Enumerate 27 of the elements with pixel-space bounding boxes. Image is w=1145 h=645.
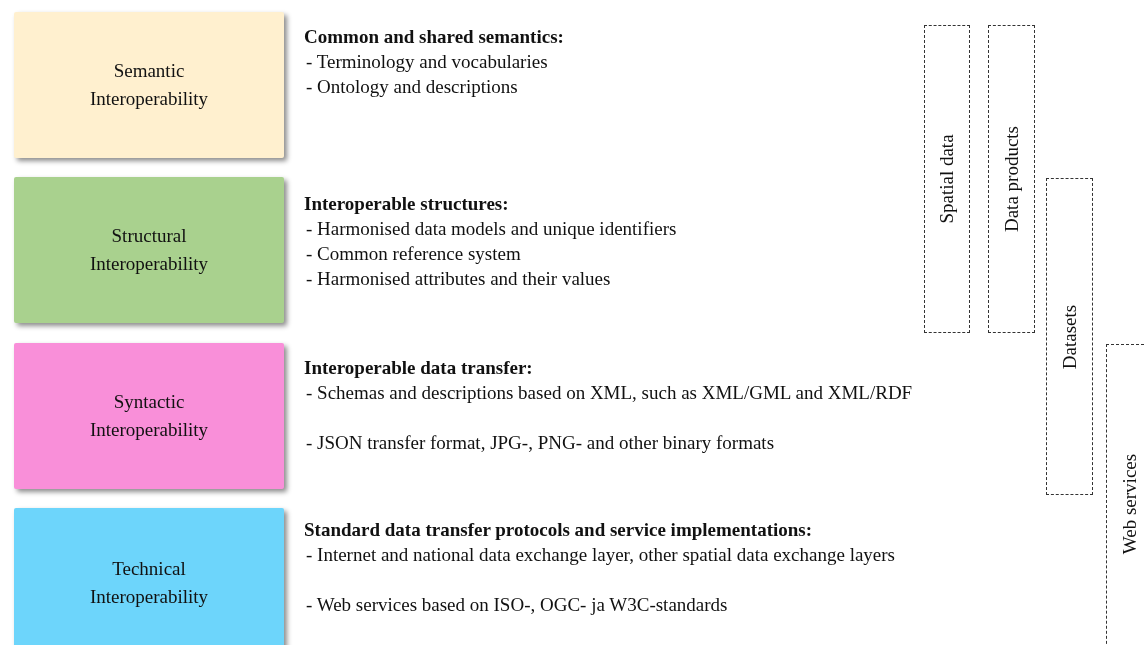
layer-box xyxy=(14,343,284,489)
vertical-label: Spatial data xyxy=(936,134,958,224)
dashed-box xyxy=(1046,178,1093,495)
section-heading: Standard data transfer protocols and service implementations: xyxy=(304,518,814,542)
bullet-item: - Common reference system xyxy=(306,242,522,266)
layer-label: Syntactic Interoperability xyxy=(88,390,210,442)
bullet-item: - Harmonised attributes and their values xyxy=(306,267,612,291)
bullet-item: - JSON transfer format, JPG-, PNG- and other binary formats xyxy=(306,431,776,455)
layer-label: Semantic Interoperability xyxy=(88,59,210,111)
vertical-label: Data products xyxy=(1000,125,1023,233)
dashed-box xyxy=(1106,344,1145,645)
bullet-item: - Schemas and descriptions based on XML, such as XML/GML and XML/RDF xyxy=(306,381,914,405)
section-heading: Common and shared semantics: xyxy=(304,25,565,49)
vertical-label: Web services xyxy=(1119,453,1141,555)
layer-box xyxy=(14,12,284,158)
vertical-label: Datasets xyxy=(1058,304,1081,369)
layer-box xyxy=(14,508,284,645)
dashed-box xyxy=(924,25,970,333)
layer-label: Technical Interoperability xyxy=(88,557,210,609)
bullet-item: - Internet and national data exchange layer, other spatial data exchange layers xyxy=(306,543,896,567)
layer-label: Structural Interoperability xyxy=(88,224,210,276)
bullet-item: - Web services based on ISO-, OGC- ja W3C-standards xyxy=(306,593,729,617)
layer-box xyxy=(14,177,284,323)
bullet-item: - Terminology and vocabularies xyxy=(306,50,549,74)
dashed-box xyxy=(988,25,1035,333)
bullet-item: - Ontology and descriptions xyxy=(306,75,519,99)
section-heading: Interoperable data transfer: xyxy=(304,356,534,380)
